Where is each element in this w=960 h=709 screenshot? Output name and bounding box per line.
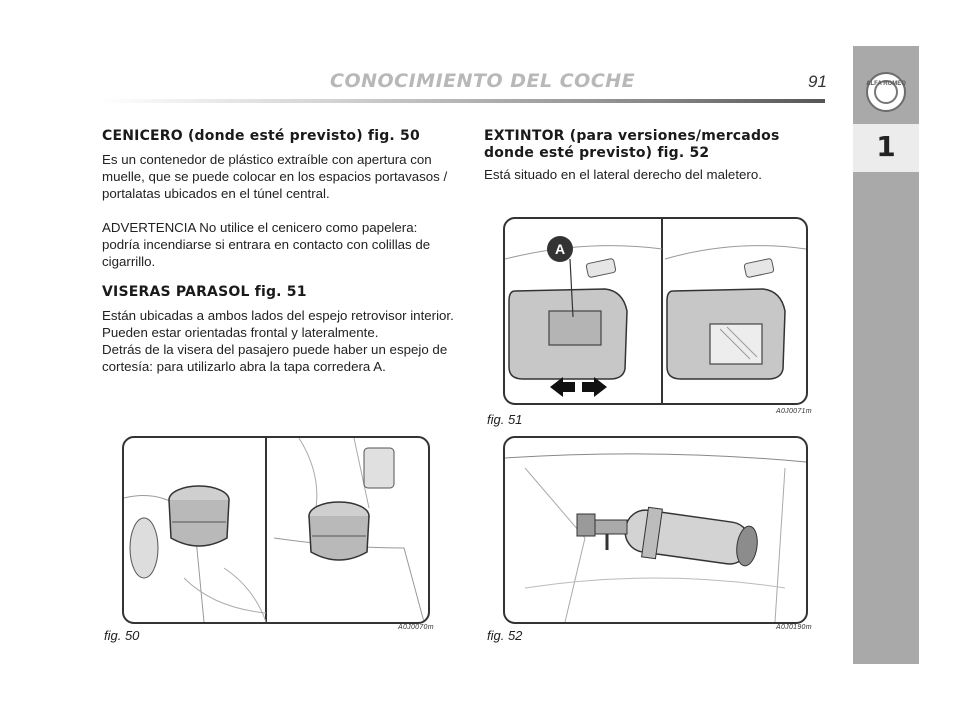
figure-52-label: fig. 52 [487, 628, 523, 643]
page-number: 91 [808, 72, 827, 91]
sun-visor-figure: A [503, 217, 808, 405]
figure-50-code: A0J0070m [398, 624, 434, 631]
page-section-title: CONOCIMIENTO DEL COCHE [330, 70, 636, 92]
extinguisher-description: Está situado en el lateral derecho del m… [484, 167, 762, 182]
figure-52-code: A0J0190m [776, 624, 812, 631]
sun-visor-illustration: A [505, 219, 806, 403]
extinguisher-figure [503, 436, 808, 624]
extinguisher-heading: EXTINTOR (para versiones/mercados donde … [484, 128, 780, 161]
ashtray-heading: CENICERO (donde esté previsto) fig. 50 [102, 128, 420, 144]
figure-50-label: fig. 50 [104, 628, 140, 643]
ashtray-description: Es un contenedor de plástico extraíble c… [102, 152, 448, 201]
ashtray-illustration [124, 438, 425, 622]
right-column: EXTINTOR (para versiones/mercados donde … [484, 128, 819, 183]
figure-51-label: fig. 51 [487, 412, 523, 427]
chapter-tab[interactable] [853, 124, 919, 172]
right-arrow-icon [582, 377, 607, 397]
chapter-number: 1 [876, 130, 896, 163]
brand-logo-icon [866, 72, 906, 112]
ashtray-figure [122, 436, 430, 624]
figure-51-code: A0J0071m [776, 408, 812, 415]
visor-mirror-note: Detrás de la visera del pasajero puede h… [102, 342, 448, 374]
left-column: CENICERO (donde esté previsto) fig. 50 E… [102, 128, 454, 375]
brand-logo-text: ALFA ROMEO [866, 81, 906, 87]
callout-a: A [555, 241, 565, 257]
ashtray-warning: ADVERTENCIA No utilice el cenicero como … [102, 220, 431, 269]
visor-description: Están ubicadas a ambos lados del espejo … [102, 308, 454, 340]
visor-heading: VISERAS PARASOL fig. 51 [102, 284, 307, 300]
extinguisher-illustration [505, 453, 806, 622]
header-divider [100, 99, 825, 103]
left-arrow-icon [550, 377, 575, 397]
